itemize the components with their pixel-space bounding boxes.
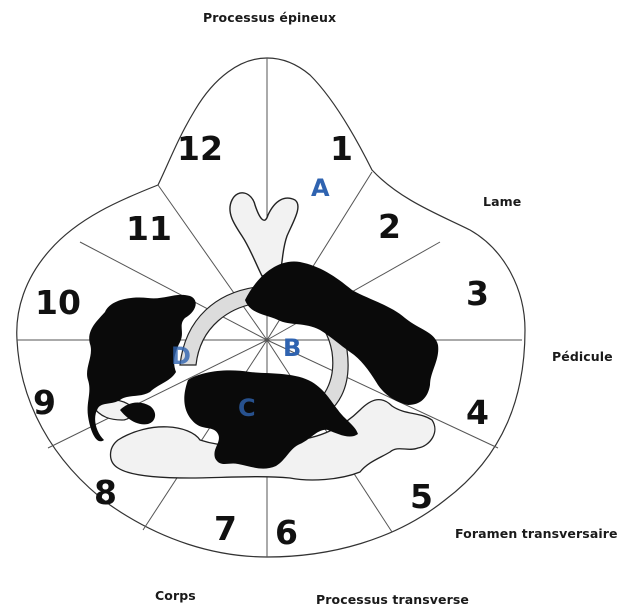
sector-9: 9: [33, 383, 56, 422]
sector-11: 11: [126, 209, 172, 248]
sector-3: 3: [466, 274, 489, 313]
label-processus-transverse: Processus transverse: [316, 592, 469, 607]
sector-5: 5: [410, 477, 433, 516]
sector-4: 4: [466, 393, 489, 432]
sector-6: 6: [275, 513, 298, 552]
label-processus-epineux: Processus épineux: [203, 10, 336, 25]
zone-d: D: [171, 342, 191, 370]
sector-8: 8: [94, 473, 117, 512]
label-lame: Lame: [483, 194, 521, 209]
label-foramen-transversaire: Foramen transversaire: [455, 526, 618, 541]
zone-a: A: [311, 174, 330, 202]
sector-1: 1: [330, 129, 353, 168]
sector-7: 7: [214, 509, 237, 548]
label-pedicule: Pédicule: [552, 349, 613, 364]
zone-c: C: [238, 394, 256, 422]
sector-12: 12: [177, 129, 223, 168]
sector-2: 2: [378, 207, 401, 246]
sector-10: 10: [35, 283, 81, 322]
zone-b: B: [283, 334, 301, 362]
label-corps: Corps: [155, 588, 196, 603]
